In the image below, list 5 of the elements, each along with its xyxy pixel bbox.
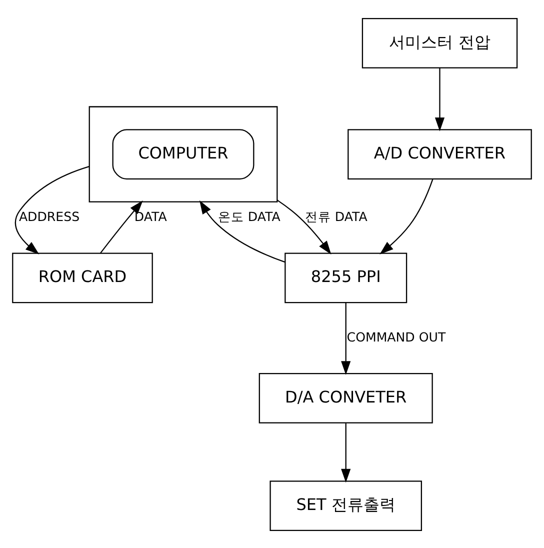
edge-label: ADDRESS <box>18 208 80 224</box>
edge-label: 온도 DATA <box>218 208 280 224</box>
edge-label: 전류 DATA <box>304 208 368 224</box>
edge-label: COMMAND OUT <box>346 328 446 344</box>
edge-label: DATA <box>134 208 167 224</box>
